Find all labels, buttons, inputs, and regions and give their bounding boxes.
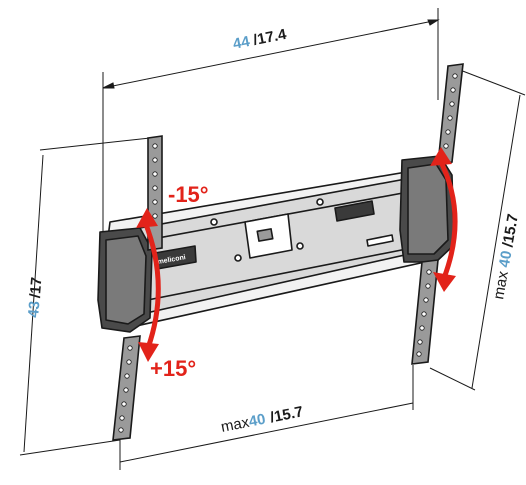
right-height-prefix: max <box>490 269 512 300</box>
tilt-up-label: -15° <box>168 182 209 207</box>
tilt-arrow-head-up-right <box>430 147 452 166</box>
right-height-label: max40/15.7 <box>490 213 522 301</box>
top-width-imperial: /17.4 <box>252 26 289 49</box>
tilt-arrow-head-down-right <box>433 272 456 292</box>
right-height-metric: 40 <box>496 249 516 268</box>
bottom-width-prefix: max <box>220 414 252 436</box>
tilt-down-label: +15° <box>150 356 196 381</box>
right-height-imperial: /15.7 <box>499 213 522 249</box>
brand-logo: meliconi <box>157 254 186 266</box>
bottom-width-imperial: /15.7 <box>269 403 305 426</box>
tilt-arrows <box>142 157 458 351</box>
right-arm <box>411 63 464 365</box>
top-width-label: 44/17.4 <box>232 26 289 53</box>
left-height-metric: 43 <box>25 300 43 318</box>
top-width-metric: 44 <box>232 33 252 53</box>
tilt-arrow-head-down-left <box>138 342 159 362</box>
left-height-label: 43/17 <box>25 276 45 318</box>
bottom-width-label: max40/15.7 <box>220 403 305 436</box>
tilt-arrow-head-up-left <box>136 208 158 228</box>
bottom-width-metric: 40 <box>247 411 267 431</box>
mount-bracket <box>97 155 456 333</box>
left-height-imperial: /17 <box>27 276 46 298</box>
